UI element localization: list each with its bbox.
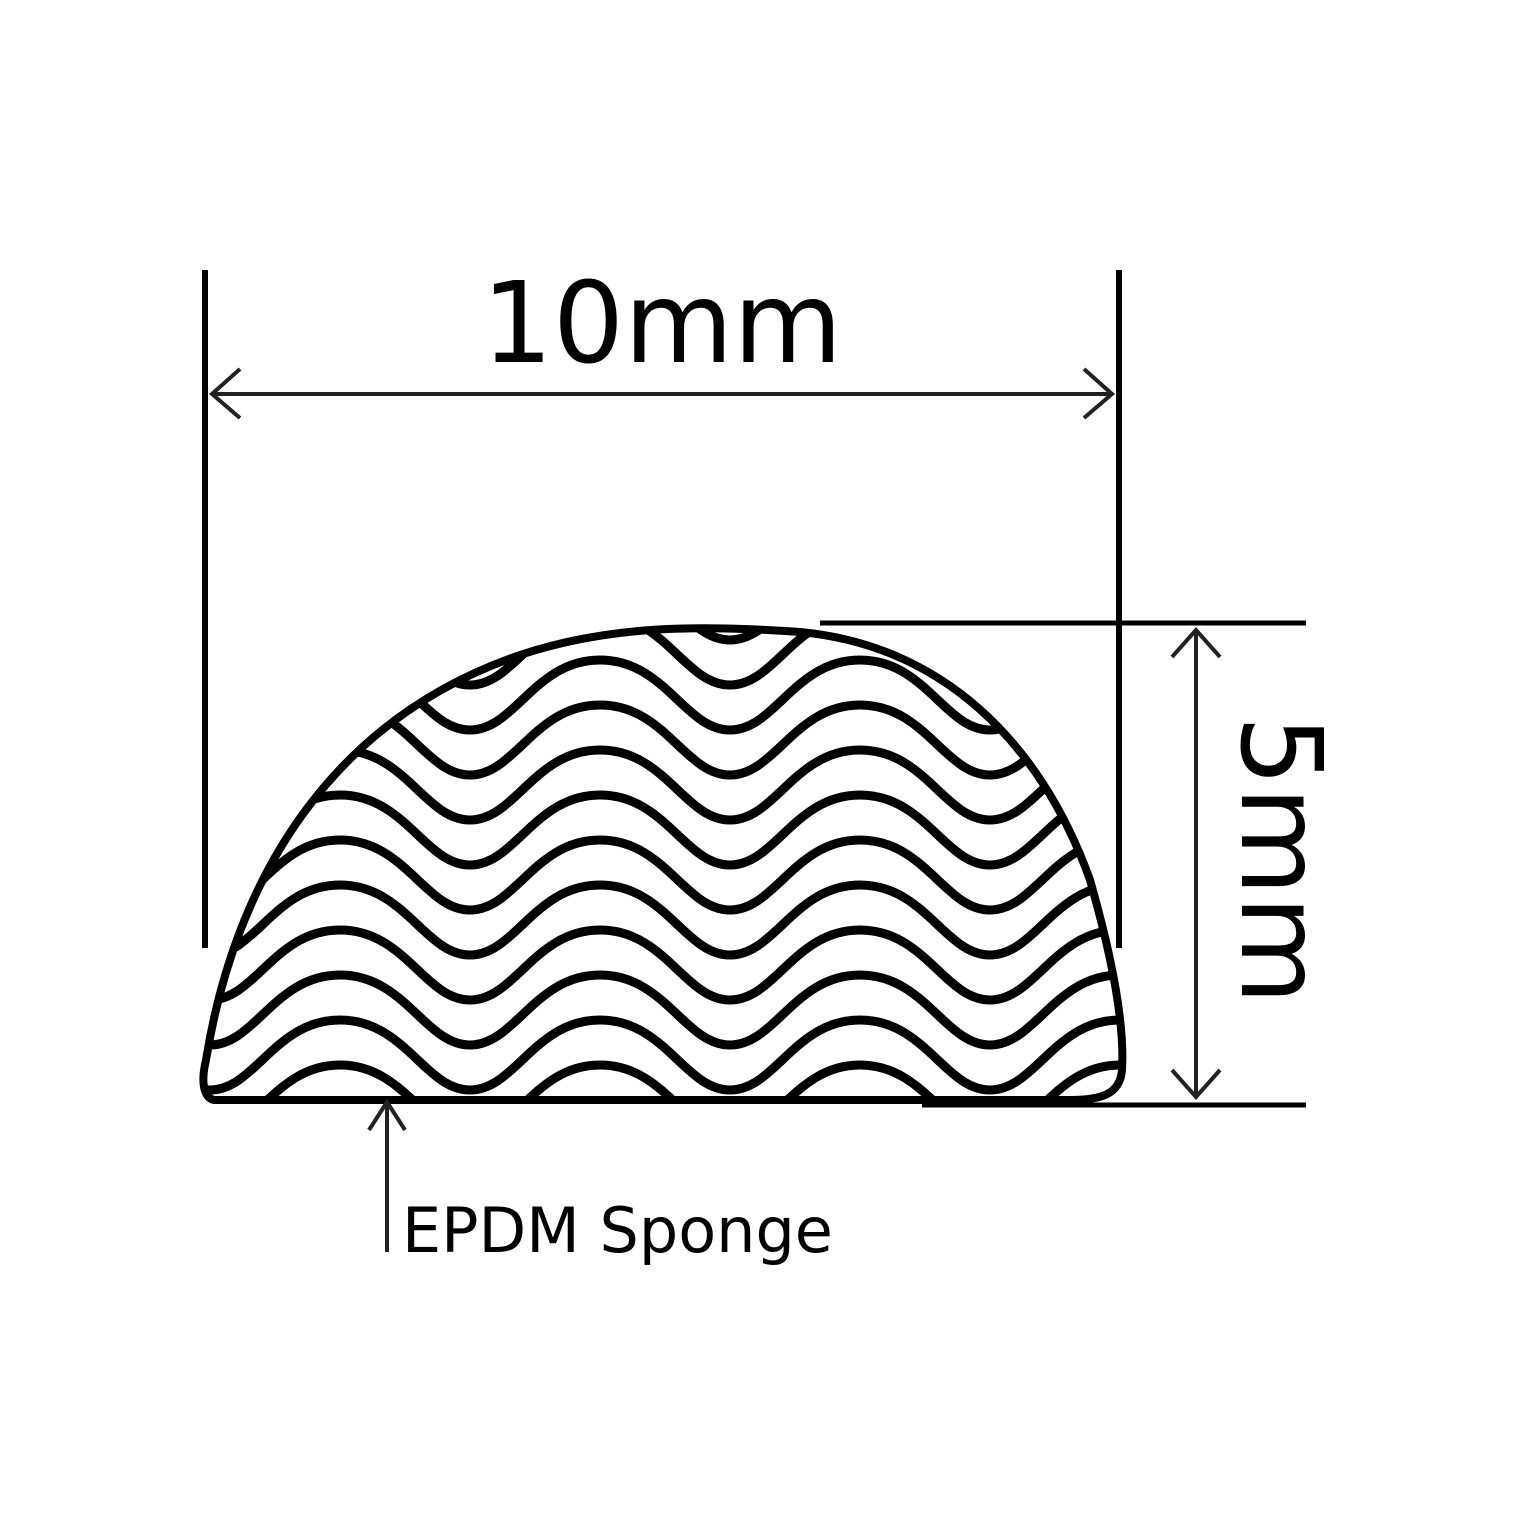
material-label: EPDM Sponge xyxy=(402,1194,833,1267)
profile-outline xyxy=(199,624,1127,1104)
height-dimension-arrow xyxy=(1170,626,1222,1101)
width-dimension-arrow xyxy=(208,367,1116,420)
width-dimension-label: 10mm xyxy=(482,259,843,389)
material-leader-arrow xyxy=(367,1098,407,1252)
sponge-texture-pattern xyxy=(203,628,1123,1135)
height-dimension-label: 5mm xyxy=(1215,715,1345,1004)
